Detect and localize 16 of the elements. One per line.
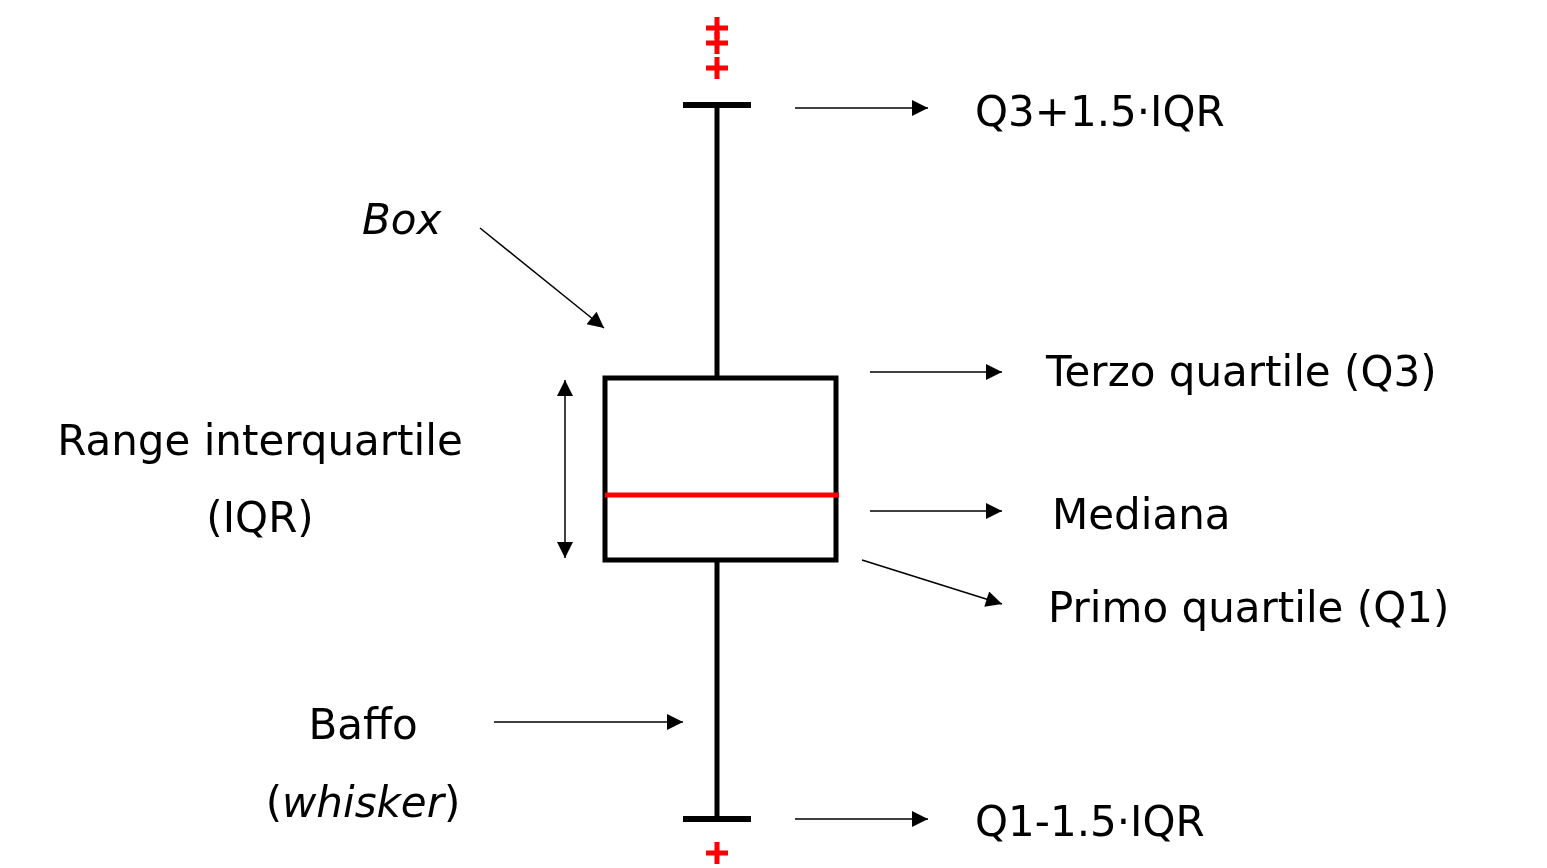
text-label: Baffo (whisker) [232, 686, 494, 842]
arrow [794, 811, 929, 827]
text-label: Terzo quartile (Q3) [1002, 346, 1542, 398]
lower-whisker [683, 560, 751, 822]
arrow [794, 100, 929, 116]
arrow [861, 559, 1003, 607]
arrow [493, 714, 684, 730]
arrow [869, 364, 1003, 380]
text-label: Q3+1.5·IQR [928, 86, 1348, 138]
text-label: Box [362, 194, 472, 246]
text-label: Q1-1.5·IQR [928, 796, 1348, 848]
arrow [479, 227, 605, 329]
arrow [869, 503, 1003, 519]
text-label: Primo quartile (Q1) [1002, 582, 1547, 634]
annotation-text: Range interquartile (IQR) [56, 415, 464, 544]
text-label: Mediana [1002, 489, 1402, 541]
